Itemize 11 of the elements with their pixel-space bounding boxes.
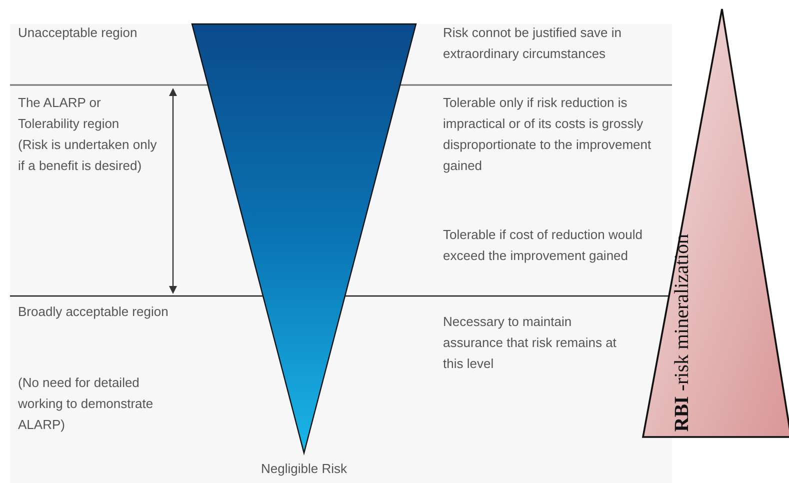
vertical-label: RBI -risk mineralization [670, 234, 694, 432]
region-description: Tolerable if cost of reduction would exceed the improvement gained [443, 226, 644, 265]
region-description: The ALARP or Tolerability region [18, 94, 120, 133]
region-description: Necessary to maintain assurance that risk remains at this level [443, 313, 618, 373]
region-description: Unacceptable region [18, 24, 138, 42]
region-description: Tolerable only if risk reduction is impractical or of its costs is grossly disproportionate to the improvement gained [443, 94, 652, 175]
apex-label: Negligible Risk [260, 460, 348, 478]
region-description: (Risk is undertaken only if a benefit is desired) [18, 136, 158, 175]
region-description: Broadly acceptable region [18, 303, 170, 321]
region-description: Risk connot be justified save in extraordinary circumstances [443, 24, 622, 63]
region-description: (No need for detailed working to demonstrate ALARP) [18, 374, 154, 434]
